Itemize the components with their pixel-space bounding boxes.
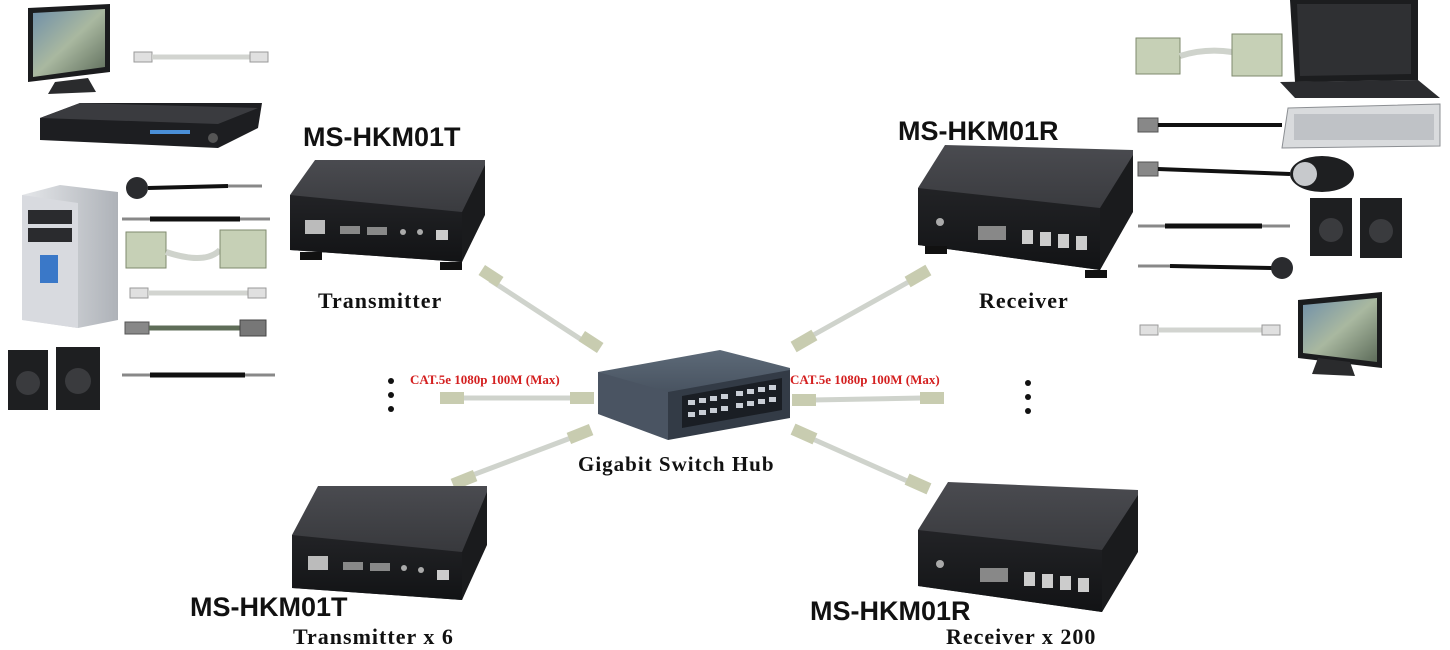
switch-hub-label: Gigabit Switch Hub — [578, 452, 775, 476]
vga-cable-icon — [125, 229, 267, 269]
cat-cable-rx-mid — [792, 392, 944, 406]
transmitter-device-top — [290, 160, 485, 270]
usb-cable-icon — [124, 319, 267, 337]
cat-cable-tx-bottom — [450, 423, 594, 491]
ps2-cable-icon-2 — [1137, 161, 1291, 177]
source-monitor-icon — [28, 4, 110, 94]
hdmi-cable-icon-2 — [129, 287, 267, 299]
hdmi-cable-icon — [133, 51, 269, 63]
laptop-icon — [1280, 0, 1440, 98]
rx-role-bottom-label: Receiver x 200 — [946, 624, 1097, 649]
cat-spec-right-label: CAT.5e 1080p 100M (Max) — [790, 372, 940, 387]
tx-role-top-label: Transmitter — [318, 288, 443, 313]
cat-cable-rx-bottom — [790, 423, 932, 495]
speakers-icon — [8, 347, 100, 410]
tx-model-top-label: MS-HKM01T — [303, 122, 461, 152]
tx-model-bottom-label: MS-HKM01T — [190, 592, 348, 622]
monitor-icon-r — [1298, 292, 1382, 376]
ir-extender-cable-icon-r — [1138, 257, 1293, 279]
tx-role-bottom-label: Transmitter x 6 — [293, 624, 454, 649]
cat-cable-tx-top — [478, 264, 604, 354]
gigabit-switch-hub-icon — [598, 350, 790, 440]
cat-cable-tx-mid — [440, 392, 594, 404]
cat-cable-rx-top — [790, 264, 932, 353]
vga-cable-icon-r — [1135, 33, 1283, 77]
mouse-icon — [1290, 156, 1354, 192]
rx-model-bottom-label: MS-HKM01R — [810, 596, 971, 626]
keyboard-icon — [1281, 103, 1441, 149]
receiver-device-top — [918, 145, 1133, 278]
speakers-icon-r — [1310, 198, 1402, 258]
ir-extender-cable-icon — [126, 177, 262, 199]
more-transmitters-ellipsis — [388, 378, 394, 420]
cat-spec-left-label: CAT.5e 1080p 100M (Max) — [410, 372, 560, 387]
ps2-cable-icon — [1137, 117, 1282, 133]
rx-role-top-label: Receiver — [979, 288, 1069, 313]
bluray-player-icon — [40, 103, 262, 148]
pc-tower-icon — [22, 185, 118, 328]
more-receivers-ellipsis — [1025, 380, 1031, 422]
transmitter-device-bottom — [292, 486, 487, 600]
rx-model-top-label: MS-HKM01R — [898, 116, 1059, 146]
receiver-device-bottom — [918, 482, 1138, 612]
hdmi-cable-icon-r — [1139, 324, 1281, 336]
